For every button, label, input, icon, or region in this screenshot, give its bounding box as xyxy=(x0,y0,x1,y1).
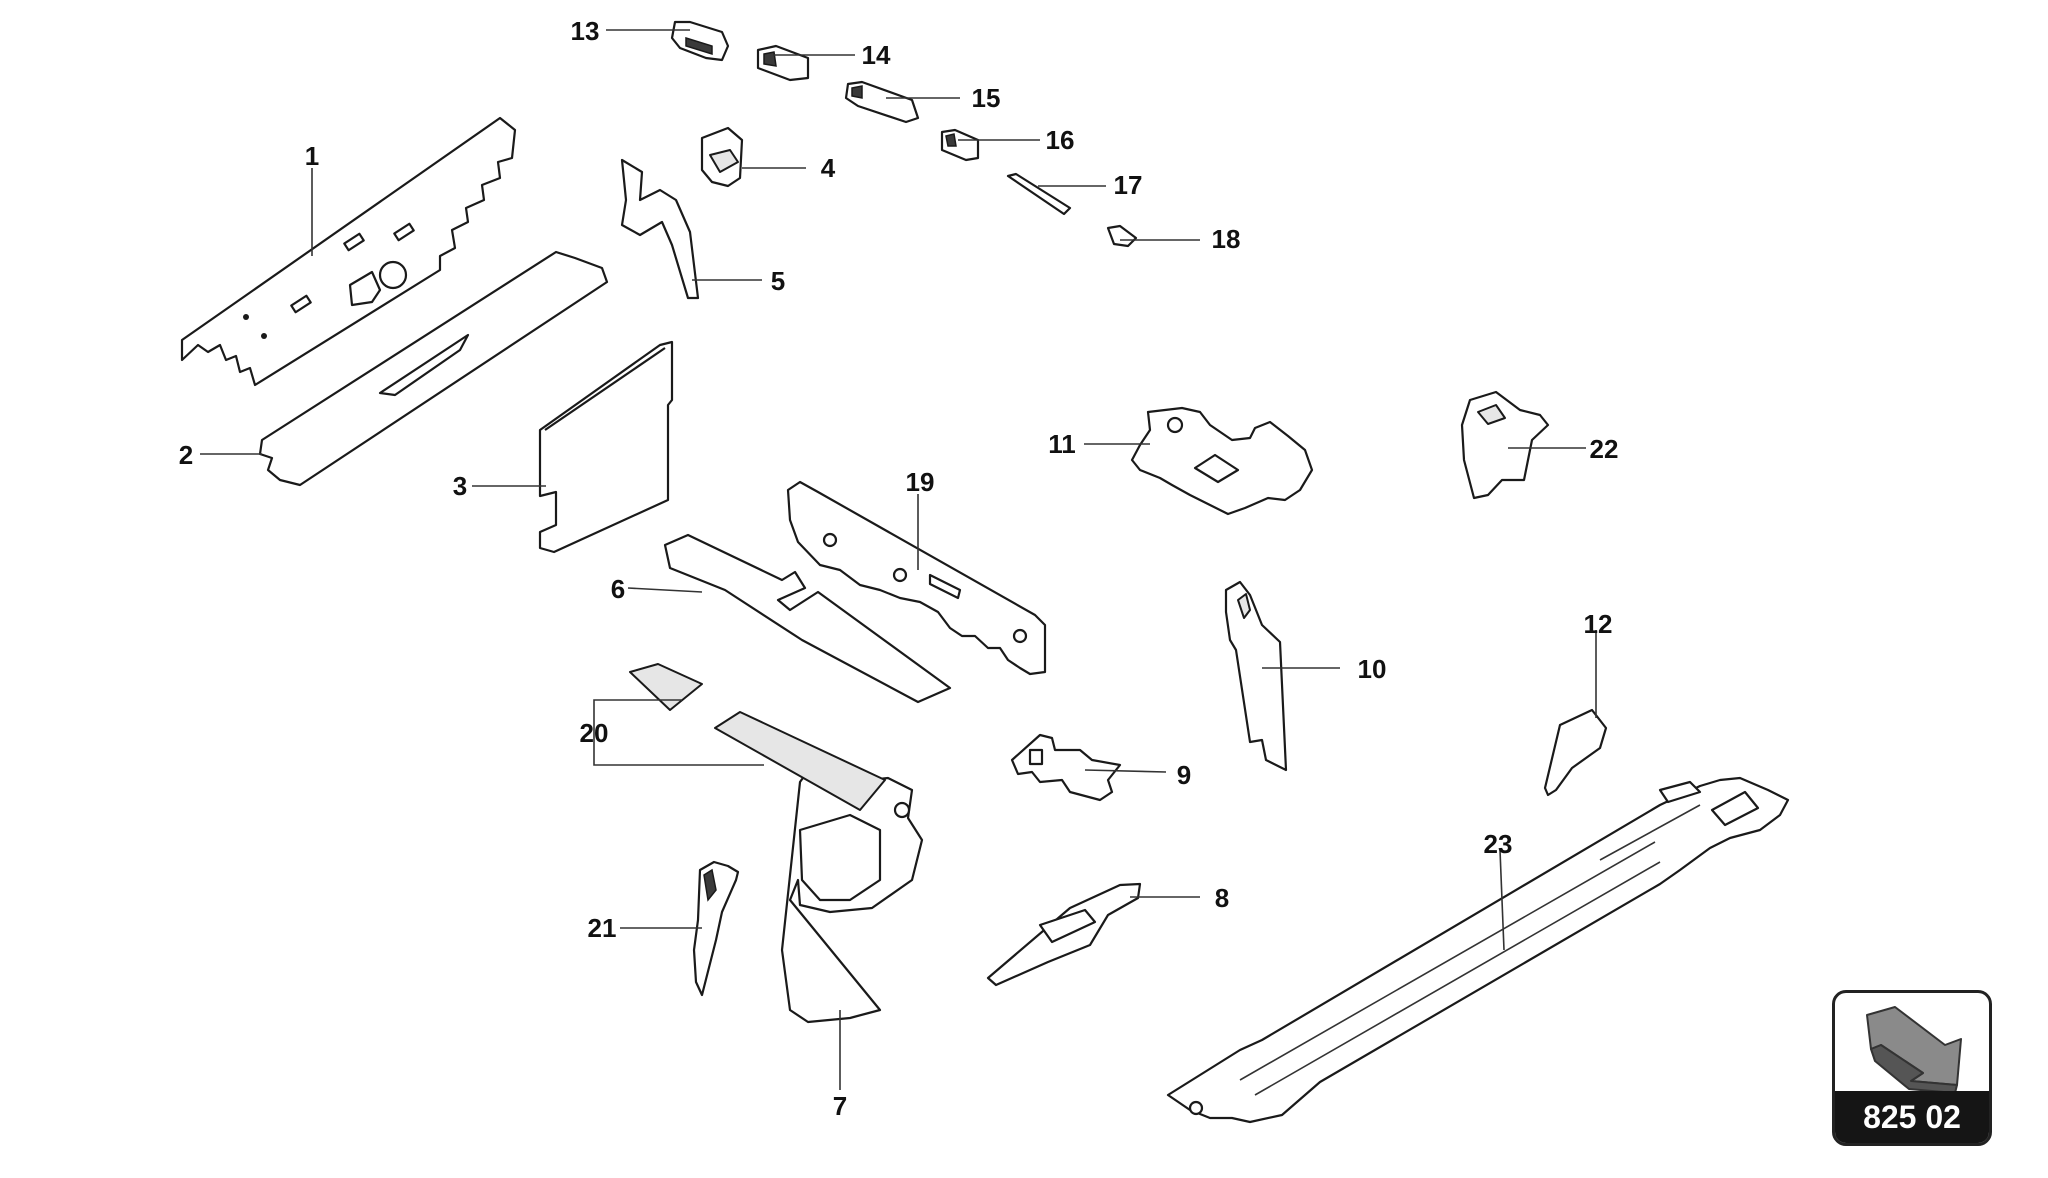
callout-19: 19 xyxy=(906,467,935,497)
callout-6: 6 xyxy=(611,574,625,604)
part-16-clip xyxy=(940,128,980,162)
callout-4: 4 xyxy=(821,153,836,183)
callout-12: 12 xyxy=(1584,609,1613,639)
callout-5: 5 xyxy=(771,266,785,296)
part-22-bracket xyxy=(1460,390,1550,500)
part-8-wedge xyxy=(986,882,1142,987)
part-11-plate xyxy=(1130,406,1314,516)
callout-20: 20 xyxy=(580,718,609,748)
callout-8: 8 xyxy=(1215,883,1229,913)
callout-23: 23 xyxy=(1484,829,1513,859)
callout-2: 2 xyxy=(179,440,193,470)
part-5-plate xyxy=(620,158,700,300)
callout-labels: 1 2 3 4 5 6 7 8 9 10 11 12 13 14 15 16 1… xyxy=(179,16,1619,1121)
callout-21: 21 xyxy=(588,913,617,943)
callout-7: 7 xyxy=(833,1091,847,1121)
part-14-clip xyxy=(756,44,810,82)
callout-16: 16 xyxy=(1046,125,1075,155)
part-6-strip xyxy=(663,533,952,704)
callout-15: 15 xyxy=(972,83,1001,113)
part-17-pin xyxy=(1006,172,1072,216)
part-21-bracket xyxy=(692,860,740,997)
callout-14: 14 xyxy=(862,40,891,70)
part-23-sill xyxy=(1166,776,1790,1124)
part-12-bracket xyxy=(1543,708,1608,797)
part-10-bracket xyxy=(1224,580,1288,772)
callout-11: 11 xyxy=(1048,429,1076,459)
callout-22: 22 xyxy=(1590,434,1619,464)
arrow-icon xyxy=(1835,993,1989,1097)
part-1-panel xyxy=(180,116,517,387)
part-2-strip xyxy=(258,250,609,487)
part-20-pads xyxy=(629,663,886,811)
part-15-clip xyxy=(844,80,920,124)
part-13-clip xyxy=(670,20,730,62)
callout-3: 3 xyxy=(453,471,467,501)
catalog-code: 825 02 xyxy=(1835,1091,1989,1143)
part-7-housing xyxy=(780,766,924,1024)
catalog-reference-badge: 825 02 xyxy=(1832,990,1992,1146)
callout-1: 1 xyxy=(305,141,319,171)
part-19-block xyxy=(786,480,1047,676)
leader-lines xyxy=(200,29,1597,1090)
callout-9: 9 xyxy=(1177,760,1191,790)
part-3-panel xyxy=(538,340,674,554)
callout-18: 18 xyxy=(1212,224,1241,254)
callout-17: 17 xyxy=(1114,170,1143,200)
callout-13: 13 xyxy=(571,16,600,46)
part-4-bracket xyxy=(700,126,744,188)
part-18-clip xyxy=(1106,224,1138,248)
callout-10: 10 xyxy=(1358,654,1387,684)
part-9-plate xyxy=(1010,733,1122,802)
